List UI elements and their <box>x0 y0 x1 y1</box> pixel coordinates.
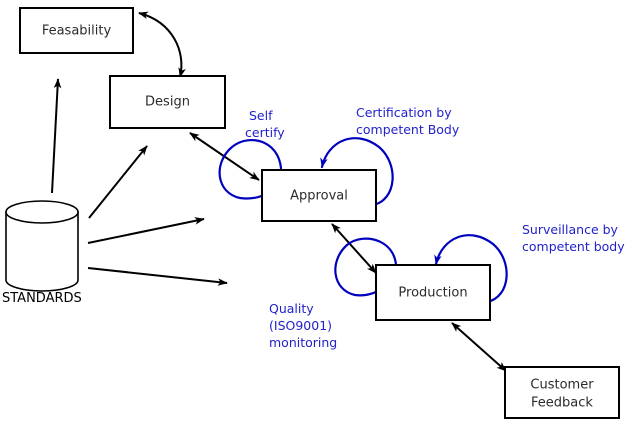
node-design-box <box>109 75 226 129</box>
node-approval[interactable]: Approval <box>261 169 377 222</box>
loop-self-certify-arrow[interactable] <box>218 138 283 200</box>
edge-design-to-feasability[interactable] <box>138 11 186 78</box>
loop-label-certification: Certification by competent Body <box>356 105 460 137</box>
node-customer-feedback-box <box>504 366 620 419</box>
loop-label-certification-line2: competent Body <box>356 122 460 137</box>
edge-standards-to-design[interactable] <box>88 145 148 219</box>
loop-surveillance-arrow[interactable] <box>434 234 508 304</box>
edge-standards-to-feasability[interactable] <box>51 78 62 194</box>
node-design-label: Design <box>145 95 190 110</box>
node-feasability-label: Feasability <box>42 24 112 39</box>
node-production-box <box>375 264 491 321</box>
node-feasability-box <box>19 7 134 54</box>
node-customer-feedback-label-line2: Feedback <box>531 396 593 411</box>
node-customer-feedback-label-line1: Customer <box>530 378 594 393</box>
node-approval-box <box>261 169 377 222</box>
loop-label-self-certify-line2: certify <box>245 125 285 140</box>
loop-label-quality: Quality (ISO9001) monitoring <box>269 301 337 350</box>
node-approval-label: Approval <box>290 189 348 204</box>
loop-label-surveillance-line2: competent body <box>522 239 625 254</box>
edge-standards-to-approval[interactable] <box>87 217 205 244</box>
node-design[interactable]: Design <box>109 75 226 129</box>
loop-label-quality-line3: monitoring <box>269 335 337 350</box>
edge-production-to-customer-feedback[interactable] <box>451 322 507 372</box>
loop-label-quality-line2: (ISO9001) <box>269 318 332 333</box>
edge-standards-to-production[interactable] <box>87 267 228 286</box>
node-feasability[interactable]: Feasability <box>19 7 134 54</box>
cylinder-body <box>5 211 79 292</box>
node-production-label: Production <box>398 286 467 301</box>
loop-label-surveillance: Surveillance by competent body <box>522 222 625 254</box>
edge-approval-to-production[interactable] <box>331 223 377 274</box>
loop-label-surveillance-line1: Surveillance by <box>522 222 619 237</box>
loop-certification-arrow[interactable] <box>320 137 394 207</box>
node-standards-label: STANDARDS <box>2 291 82 306</box>
loop-label-certification-line1: Certification by <box>356 105 452 120</box>
node-customer-feedback[interactable]: Customer Feedback <box>504 366 620 419</box>
cylinder-top <box>5 200 79 224</box>
loop-label-self-certify: Self certify <box>245 108 285 140</box>
loop-label-quality-line1: Quality <box>269 301 314 316</box>
node-production[interactable]: Production <box>375 264 491 321</box>
node-standards[interactable]: STANDARDS <box>2 200 82 306</box>
loop-label-self-certify-line1: Self <box>249 108 273 123</box>
